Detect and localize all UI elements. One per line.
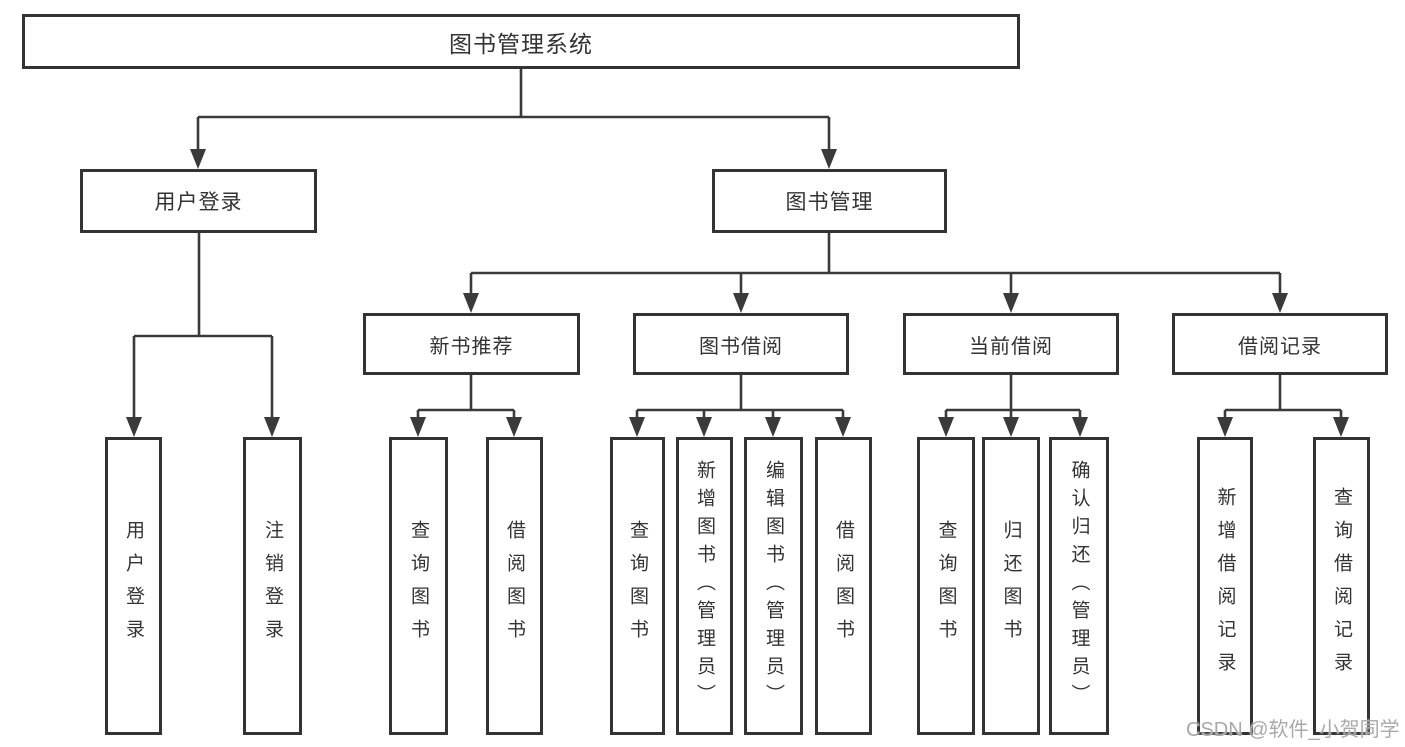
leaf-recommend-query-book: 查询图书: [389, 437, 448, 735]
node-book-borrow-label: 图书借阅: [699, 335, 783, 358]
csdn-watermark: CSDN @软件_小贺同学: [1186, 719, 1400, 741]
leaf-current-confirm-return-label: 确认归还（管理员）: [1068, 460, 1090, 712]
node-current-borrow-label: 当前借阅: [969, 335, 1053, 358]
node-user-login-label: 用户登录: [154, 191, 243, 214]
node-root: 图书管理系统: [22, 14, 1020, 69]
node-book-management: 图书管理: [712, 169, 947, 233]
leaf-current-return-book: 归还图书: [982, 437, 1040, 735]
leaf-logout-login-label: 注销登录: [262, 520, 283, 652]
leaf-borrow-query-book: 查询图书: [610, 437, 665, 735]
node-book-management-label: 图书管理: [785, 191, 874, 214]
node-user-login: 用户登录: [80, 169, 317, 233]
leaf-user-login: 用户登录: [105, 437, 162, 735]
leaf-borrow-borrow-book: 借阅图书: [815, 437, 872, 735]
node-borrow-records-label: 借阅记录: [1238, 335, 1322, 358]
leaf-borrow-edit-book-label: 编辑图书（管理员）: [763, 460, 784, 712]
leaf-current-return-book-label: 归还图书: [1000, 520, 1022, 652]
leaf-borrow-edit-book: 编辑图书（管理员）: [744, 437, 803, 735]
leaf-borrow-borrow-book-label: 借阅图书: [833, 520, 854, 652]
leaf-records-add-record-label: 新增借阅记录: [1214, 487, 1236, 685]
node-new-book-recommend: 新书推荐: [363, 313, 580, 375]
leaf-records-query-record: 查询借阅记录: [1313, 437, 1370, 735]
node-borrow-records: 借阅记录: [1172, 313, 1388, 375]
leaf-user-login-label: 用户登录: [123, 520, 144, 652]
leaf-current-query-book: 查询图书: [917, 437, 975, 735]
leaf-records-query-record-label: 查询借阅记录: [1331, 487, 1352, 685]
leaf-recommend-query-book-label: 查询图书: [408, 520, 429, 652]
node-root-label: 图书管理系统: [449, 30, 593, 57]
node-current-borrow: 当前借阅: [903, 313, 1119, 375]
leaf-logout-login: 注销登录: [243, 437, 302, 735]
leaf-current-confirm-return: 确认归还（管理员）: [1049, 437, 1109, 735]
leaf-borrow-add-book: 新增图书（管理员）: [676, 437, 733, 735]
leaf-records-add-record: 新增借阅记录: [1197, 437, 1253, 735]
leaf-recommend-borrow-book-label: 借阅图书: [504, 520, 525, 652]
arrowheads: [126, 149, 1349, 437]
leaf-borrow-query-book-label: 查询图书: [627, 520, 648, 652]
node-new-book-recommend-label: 新书推荐: [429, 335, 514, 358]
leaf-borrow-add-book-label: 新增图书（管理员）: [694, 460, 715, 712]
leaf-recommend-borrow-book: 借阅图书: [486, 437, 543, 735]
node-book-borrow: 图书借阅: [633, 313, 849, 375]
leaf-current-query-book-label: 查询图书: [935, 520, 957, 652]
